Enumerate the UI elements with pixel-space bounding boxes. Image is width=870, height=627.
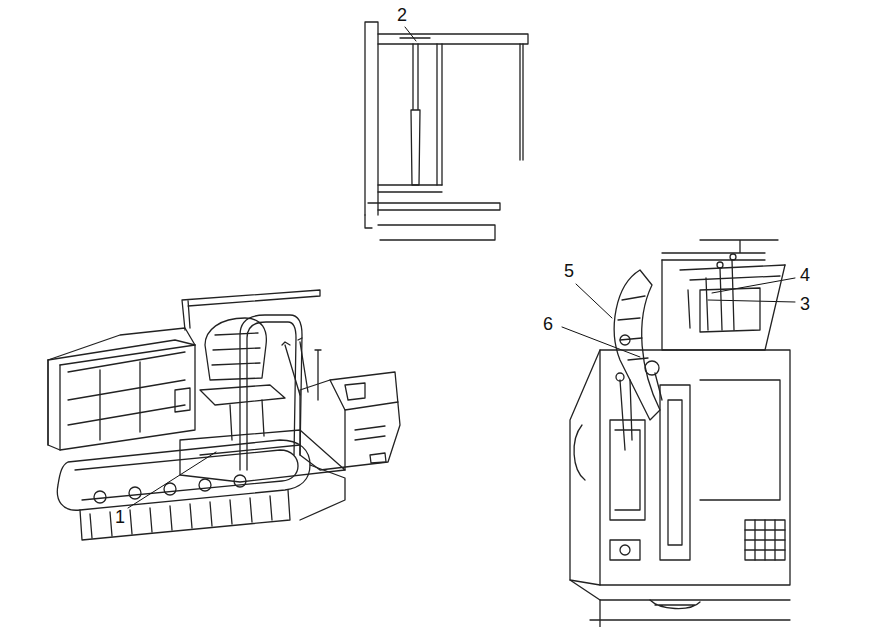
callout-number: 4 bbox=[799, 266, 811, 284]
carrier-drawing bbox=[48, 290, 400, 540]
callout-number: 2 bbox=[396, 6, 408, 24]
console-drawing bbox=[570, 240, 790, 627]
leader-lines bbox=[128, 27, 795, 508]
callout-number: 3 bbox=[799, 295, 811, 313]
callout-number: 6 bbox=[542, 315, 554, 333]
callout-number: 1 bbox=[114, 508, 126, 526]
frame-detail bbox=[365, 22, 528, 240]
callout-number: 5 bbox=[563, 262, 575, 280]
